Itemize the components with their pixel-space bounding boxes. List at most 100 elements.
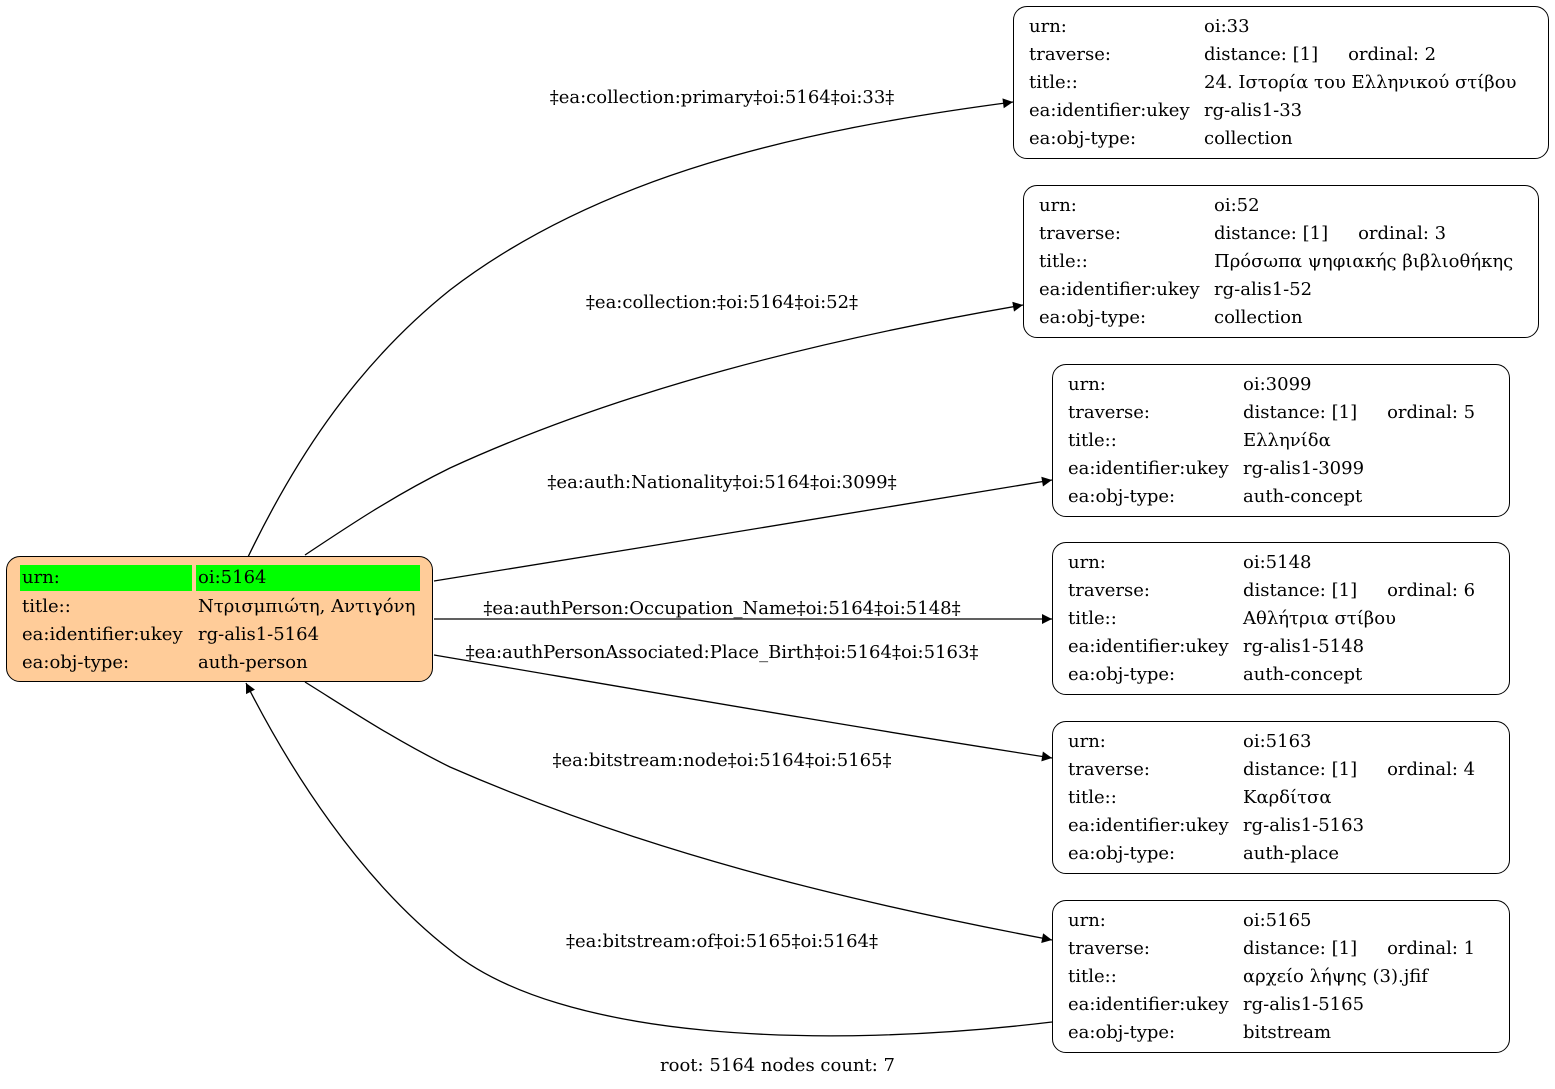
traverse-row: traverse: distance: [1] ordinal: 3 bbox=[1039, 220, 1524, 248]
title-row: title::Αθλήτρια στίβου bbox=[1068, 605, 1495, 633]
graph-footer: root: 5164 nodes count: 7 bbox=[660, 1055, 895, 1076]
urn-row: urn:oi:5163 bbox=[1068, 728, 1495, 756]
ukey-value: rg-alis1-3099 bbox=[1243, 458, 1365, 479]
obj-type-value: auth-place bbox=[1243, 843, 1339, 864]
distance-value: distance: [1] bbox=[1214, 223, 1329, 244]
urn-key: urn: bbox=[1029, 16, 1067, 37]
title-value: Πρόσωπα ψηφιακής βιβλιοθήκης bbox=[1214, 251, 1514, 272]
title-value: Καρδίτσα bbox=[1243, 787, 1332, 808]
obj-type-value: collection bbox=[1204, 128, 1293, 149]
ordinal-value: ordinal: 1 bbox=[1387, 938, 1476, 959]
urn-value: oi:5163 bbox=[1243, 731, 1312, 752]
node-oi-3099[interactable]: urn: oi:3099 traverse: distance: [1] ordina… bbox=[1052, 364, 1510, 517]
edge-to-oi-5163: ‡ea:authPersonAssociated:Place_Birth‡oi:… bbox=[433, 642, 1053, 762]
traverse-row: traverse: distance: [1] ordinal: 2 bbox=[1029, 41, 1534, 69]
distance-value: distance: [1] bbox=[1243, 938, 1358, 959]
edge-to-oi-3099: ‡ea:auth:Nationality‡oi:5164‡oi:3099‡ bbox=[433, 472, 1053, 582]
urn-key: urn: bbox=[1068, 374, 1106, 395]
urn-row: urn: oi:5165 bbox=[1068, 907, 1495, 935]
traverse-row: traverse: distance: [1]ordinal: 4 bbox=[1068, 756, 1495, 784]
obj-type-value: bitstream bbox=[1243, 1022, 1332, 1043]
ordinal-value: ordinal: 2 bbox=[1348, 44, 1437, 65]
distance-value: distance: [1] bbox=[1243, 402, 1358, 423]
traverse-key: traverse: bbox=[1068, 402, 1150, 423]
ukey-key: ea:identifier:ukey bbox=[1068, 636, 1229, 657]
distance-value: distance: [1] bbox=[1243, 580, 1358, 601]
traverse-key: traverse: bbox=[1029, 44, 1111, 65]
node-oi-5148[interactable]: urn: oi:5148 traverse: distance: [1] ordina… bbox=[1052, 542, 1510, 695]
node-oi-33[interactable]: urn: oi:33 traverse: distance: [1] ordinal:… bbox=[1013, 6, 1549, 159]
traverse-value: distance: [1] ordinal: 1 bbox=[1243, 935, 1495, 963]
edge-to-oi-5165: ‡ea:bitstream:node‡oi:5164‡oi:5165‡ bbox=[304, 681, 1053, 944]
ukey-key: ea:identifier:ukey bbox=[1068, 815, 1229, 836]
edge-to-oi-5148: ‡ea:authPerson:Occupation_Name‡oi:5164‡o… bbox=[434, 598, 1052, 624]
edge-label: ‡ea:collection:primary‡oi:5164‡oi:33‡ bbox=[550, 87, 895, 108]
obj-type-key: ea:obj-type: bbox=[1068, 843, 1176, 864]
title-row: title::Πρόσωπα ψηφιακής βιβλιοθήκης bbox=[1039, 248, 1524, 276]
obj-type-key: ea:obj-type: bbox=[1068, 664, 1176, 685]
ordinal-value: ordinal: 3 bbox=[1358, 223, 1447, 244]
title-row: title::Ελληνίδα bbox=[1068, 427, 1495, 455]
title-value: 24. Ιστορία του Ελληνικού στίβου bbox=[1204, 72, 1517, 93]
edge-label: ‡ea:auth:Nationality‡oi:5164‡oi:3099‡ bbox=[547, 472, 896, 493]
edge-label: ‡ea:bitstream:of‡oi:5165‡oi:5164‡ bbox=[566, 931, 878, 952]
urn-value: oi:3099 bbox=[1243, 374, 1312, 395]
obj-type-value: collection bbox=[1214, 307, 1303, 328]
root-node[interactable]: urn: oi:5164 title:: Ντρισμπιώτη, Αντιγό… bbox=[6, 556, 433, 682]
obj-type-row: ea:obj-type: bitstream bbox=[1068, 1019, 1495, 1047]
title-row: title::αρχείο λήψης (3).jfif bbox=[1068, 963, 1495, 991]
urn-value: oi:5164 bbox=[196, 565, 420, 591]
obj-type-row: ea:obj-type: collection bbox=[1029, 125, 1534, 153]
ordinal-value: ordinal: 6 bbox=[1387, 580, 1476, 601]
title-value: Ελληνίδα bbox=[1243, 430, 1331, 451]
edge-label: ‡ea:collection:‡oi:5164‡oi:52‡ bbox=[586, 292, 858, 313]
traverse-key: traverse: bbox=[1068, 580, 1150, 601]
traverse-row: traverse: distance: [1] ordinal: 6 bbox=[1068, 577, 1495, 605]
urn-row: urn: oi:52 bbox=[1039, 192, 1524, 220]
ukey-key: ea:identifier:ukey bbox=[1068, 458, 1229, 479]
title-key: title:: bbox=[22, 596, 71, 617]
urn-value: oi:5148 bbox=[1243, 552, 1312, 573]
obj-type-value: auth-concept bbox=[1243, 664, 1363, 685]
urn-row: urn: oi:5148 bbox=[1068, 549, 1495, 577]
title-value: Ντρισμπιώτη, Αντιγόνη bbox=[198, 596, 416, 617]
ordinal-value: ordinal: 5 bbox=[1387, 402, 1476, 423]
title-key: title:: bbox=[1068, 787, 1117, 808]
node-oi-5165[interactable]: urn:oi:5165 traverse:distance: [1]ordina… bbox=[1052, 900, 1510, 1053]
urn-key: urn: bbox=[20, 565, 192, 591]
obj-type-value: auth-person bbox=[198, 652, 308, 673]
urn-key: urn: bbox=[1068, 910, 1106, 931]
node-oi-52[interactable]: urn: oi:52 traverse: distance: [1] ordinal:… bbox=[1023, 185, 1539, 338]
ukey-key: ea:identifier:ukey bbox=[22, 624, 183, 645]
edge-label: ‡ea:authPerson:Occupation_Name‡oi:5164‡o… bbox=[483, 598, 960, 619]
ukey-value: rg-alis1-5163 bbox=[1243, 815, 1365, 836]
urn-value: oi:33 bbox=[1204, 16, 1250, 37]
ukey-value: rg-alis1-5164 bbox=[198, 624, 320, 645]
obj-type-key: ea:obj-type: bbox=[1068, 1022, 1176, 1043]
traverse-key: traverse: bbox=[1068, 759, 1150, 780]
distance-value: distance: [1] bbox=[1204, 44, 1319, 65]
title-row: title:: Ντρισμπιώτη, Αντιγόνη bbox=[20, 593, 420, 621]
urn-value: oi:5165 bbox=[1243, 910, 1312, 931]
ukey-row: ea:identifier:ukey rg-alis1-5163 bbox=[1068, 812, 1495, 840]
traverse-key: traverse: bbox=[1039, 223, 1121, 244]
urn-key: urn: bbox=[1039, 195, 1077, 216]
urn-value: oi:52 bbox=[1214, 195, 1260, 216]
edge-from-oi-5165: ‡ea:bitstream:of‡oi:5165‡oi:5164‡ bbox=[245, 682, 1053, 1037]
urn-key: urn: bbox=[1068, 552, 1106, 573]
traverse-row: traverse: distance: [1] ordinal: 5 bbox=[1068, 399, 1495, 427]
obj-type-row: ea:obj-type:auth-concept bbox=[1068, 483, 1495, 511]
ordinal-value: ordinal: 4 bbox=[1387, 759, 1476, 780]
traverse-value: distance: [1]ordinal: 4 bbox=[1243, 756, 1495, 784]
title-value: Αθλήτρια στίβου bbox=[1243, 608, 1396, 629]
obj-type-key: ea:obj-type: bbox=[1029, 128, 1137, 149]
node-oi-5163[interactable]: urn:oi:5163 traverse: distance: [1]ordina… bbox=[1052, 721, 1510, 874]
ukey-row: ea:identifier:ukey rg-alis1-5164 bbox=[20, 621, 420, 649]
traverse-row: traverse:distance: [1]ordinal: 1 bbox=[1068, 935, 1495, 963]
ukey-value: rg-alis1-5148 bbox=[1243, 636, 1365, 657]
title-key: title:: bbox=[1029, 72, 1078, 93]
ukey-value: rg-alis1-33 bbox=[1204, 100, 1303, 121]
obj-type-value: auth-concept bbox=[1243, 486, 1363, 507]
